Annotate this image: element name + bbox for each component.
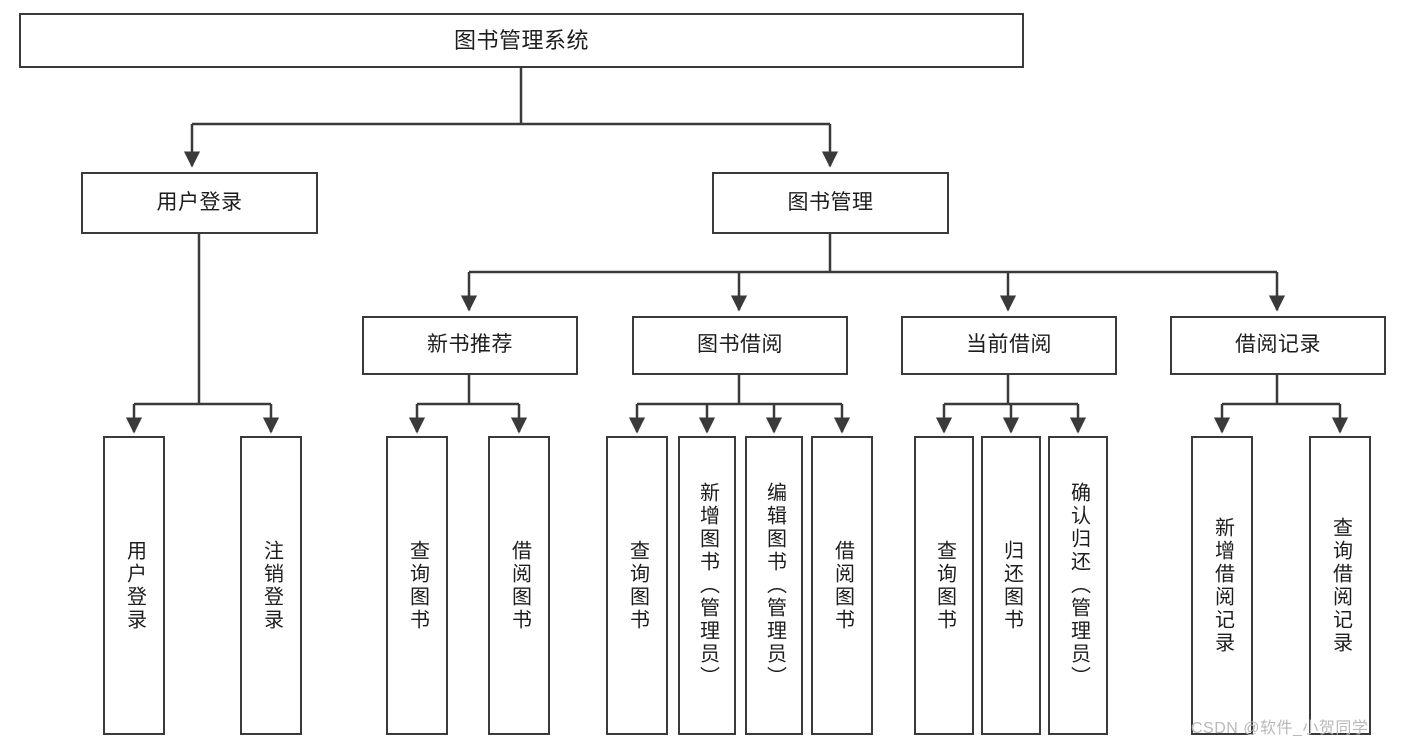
node-root-label: 图书管理系统 [453, 27, 589, 53]
leaf-current-query-book-label: 查询图书 [933, 539, 956, 632]
node-root[interactable]: 图书管理系统 [19, 13, 1024, 68]
node-book-management-label: 图书管理 [787, 190, 874, 214]
node-current-borrow-label: 当前借阅 [966, 333, 1052, 357]
leaf-borrow-query-book[interactable]: 查询图书 [606, 436, 668, 735]
leaf-borrow-add-book-label: 新增图书（管理员） [696, 482, 719, 689]
leaf-borrow-edit-book[interactable]: 编辑图书（管理员） [745, 436, 803, 735]
leaf-user-login-login[interactable]: 用户登录 [103, 436, 165, 735]
leaf-record-query-record[interactable]: 查询借阅记录 [1309, 436, 1371, 735]
node-borrow-record[interactable]: 借阅记录 [1170, 316, 1386, 375]
node-borrow-record-label: 借阅记录 [1235, 333, 1321, 357]
leaf-current-return-book[interactable]: 归还图书 [981, 436, 1041, 735]
leaf-recommend-borrow-book[interactable]: 借阅图书 [488, 436, 550, 735]
node-book-management[interactable]: 图书管理 [712, 172, 949, 234]
node-book-borrow[interactable]: 图书借阅 [632, 316, 848, 375]
leaf-record-query-record-label: 查询借阅记录 [1329, 516, 1352, 655]
leaf-current-confirm-return[interactable]: 确认归还（管理员） [1048, 436, 1108, 735]
leaf-recommend-borrow-book-label: 借阅图书 [508, 539, 531, 632]
node-user-login[interactable]: 用户登录 [81, 172, 318, 234]
leaf-borrow-edit-book-label: 编辑图书（管理员） [763, 482, 786, 689]
node-new-book-recommend-label: 新书推荐 [427, 333, 513, 357]
leaf-current-confirm-return-label: 确认归还（管理员） [1067, 482, 1090, 689]
node-new-book-recommend[interactable]: 新书推荐 [362, 316, 578, 375]
leaf-user-login-logout[interactable]: 注销登录 [240, 436, 302, 735]
leaf-record-add-record-label: 新增借阅记录 [1211, 516, 1234, 655]
leaf-current-query-book[interactable]: 查询图书 [914, 436, 974, 735]
leaf-recommend-query-book-label: 查询图书 [406, 539, 429, 632]
leaf-user-login-logout-label: 注销登录 [260, 539, 283, 632]
leaf-borrow-borrow-book-label: 借阅图书 [831, 539, 854, 632]
leaf-user-login-login-label: 用户登录 [123, 539, 146, 632]
node-book-borrow-label: 图书借阅 [697, 333, 783, 357]
leaf-recommend-query-book[interactable]: 查询图书 [386, 436, 448, 735]
node-current-borrow[interactable]: 当前借阅 [901, 316, 1117, 375]
leaf-borrow-add-book[interactable]: 新增图书（管理员） [678, 436, 736, 735]
leaf-borrow-query-book-label: 查询图书 [626, 539, 649, 632]
node-user-login-label: 用户登录 [156, 190, 243, 214]
leaf-record-add-record[interactable]: 新增借阅记录 [1191, 436, 1253, 735]
leaf-current-return-book-label: 归还图书 [1000, 539, 1023, 632]
leaf-borrow-borrow-book[interactable]: 借阅图书 [811, 436, 873, 735]
